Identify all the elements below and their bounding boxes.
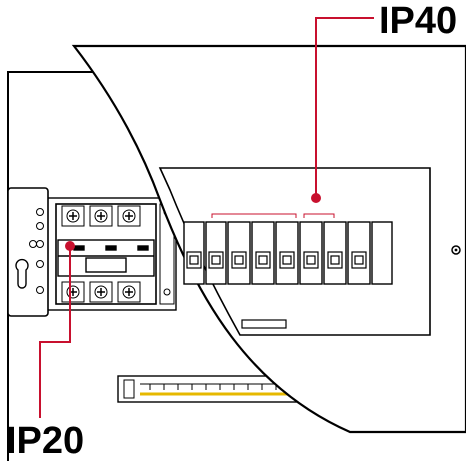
cover-tab: [241, 319, 287, 329]
terminal-screw: [36, 286, 44, 294]
breaker-row: [183, 221, 393, 285]
keyhole-icon: [15, 258, 29, 289]
isolator-bottom-terminals: [61, 281, 141, 303]
terminal-screw: [36, 208, 44, 216]
callout-ip40: [311, 17, 374, 203]
terminal-screw: [163, 288, 171, 296]
isolator-handle: [57, 239, 155, 277]
callout-ip20: [39, 241, 75, 418]
terminal-strip-ticks: [149, 384, 277, 390]
side-terminal-block: [7, 187, 49, 317]
terminal-screw: [29, 240, 37, 248]
terminal-screw: [36, 222, 44, 230]
terminal-strip: [117, 375, 299, 403]
breaker-label-strip: [211, 213, 335, 218]
interior-section: [7, 187, 299, 403]
terminal-screw: [36, 240, 44, 248]
isolator-top-terminals: [61, 205, 141, 227]
ip40-label: IP40: [379, 0, 458, 42]
terminal-screw: [36, 260, 44, 268]
terminal-strip-end: [123, 379, 135, 399]
ip20-label: IP20: [6, 420, 85, 462]
